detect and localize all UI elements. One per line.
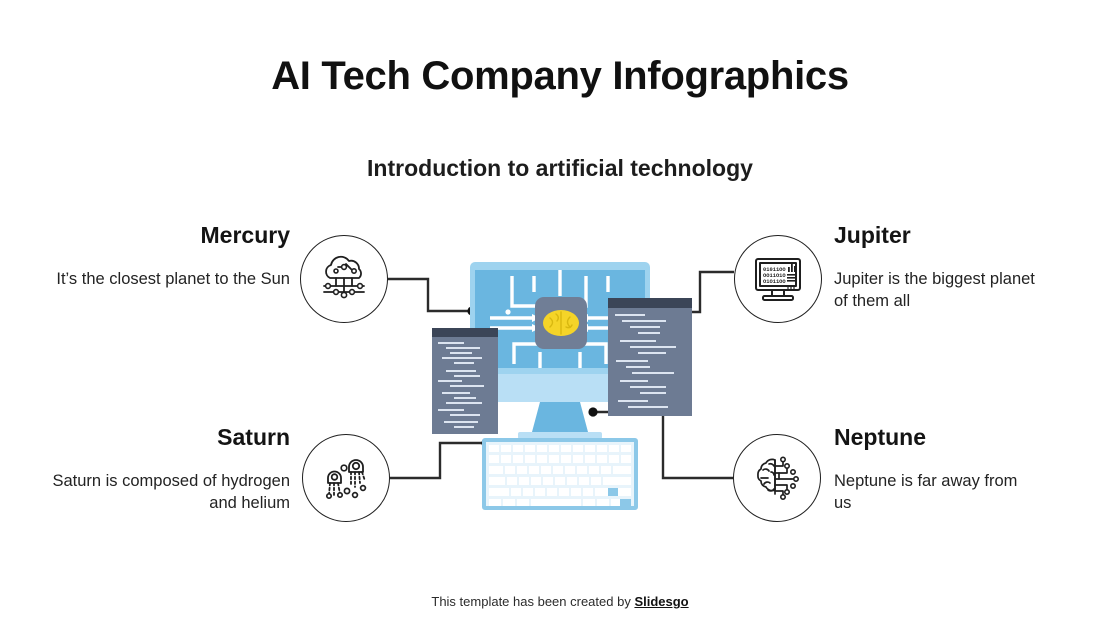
svg-text:O1O11OO: O1O11OO	[763, 279, 786, 285]
left-code-panel	[432, 328, 498, 434]
svg-text:01011OO: 01011OO	[763, 267, 786, 273]
ai-computer-illustration	[420, 240, 700, 515]
slidesgo-link[interactable]: Slidesgo	[634, 594, 689, 609]
item-label-mercury: Mercury	[200, 222, 290, 248]
item-label-jupiter: Jupiter	[834, 222, 911, 248]
item-description-neptune: Neptune is far away from us	[834, 472, 1018, 513]
icon-circle-neptune[interactable]	[733, 434, 821, 522]
icon-circle-mercury[interactable]	[300, 235, 388, 323]
icon-circle-jupiter[interactable]: 01011OO OO11O1O O1O11OO	[734, 235, 822, 323]
item-description-saturn: Saturn is composed of hydrogen and heliu…	[52, 472, 290, 513]
item-description-mercury: It’s the closest planet to the Sun	[56, 270, 290, 288]
svg-text:OO11O1O: OO11O1O	[763, 273, 786, 279]
item-description-jupiter: Jupiter is the biggest planet of them al…	[834, 270, 1035, 311]
footer-text: This template has been created by	[431, 594, 635, 609]
item-label-neptune: Neptune	[834, 424, 926, 450]
footer-credit: This template has been created by Slides…	[0, 594, 1120, 609]
page-subtitle: Introduction to artificial technology	[367, 155, 753, 181]
icon-circle-saturn[interactable]	[302, 434, 390, 522]
page-title: AI Tech Company Infographics	[271, 54, 849, 98]
keyboard	[482, 438, 638, 510]
right-code-panel	[608, 298, 692, 416]
item-label-saturn: Saturn	[217, 424, 290, 450]
